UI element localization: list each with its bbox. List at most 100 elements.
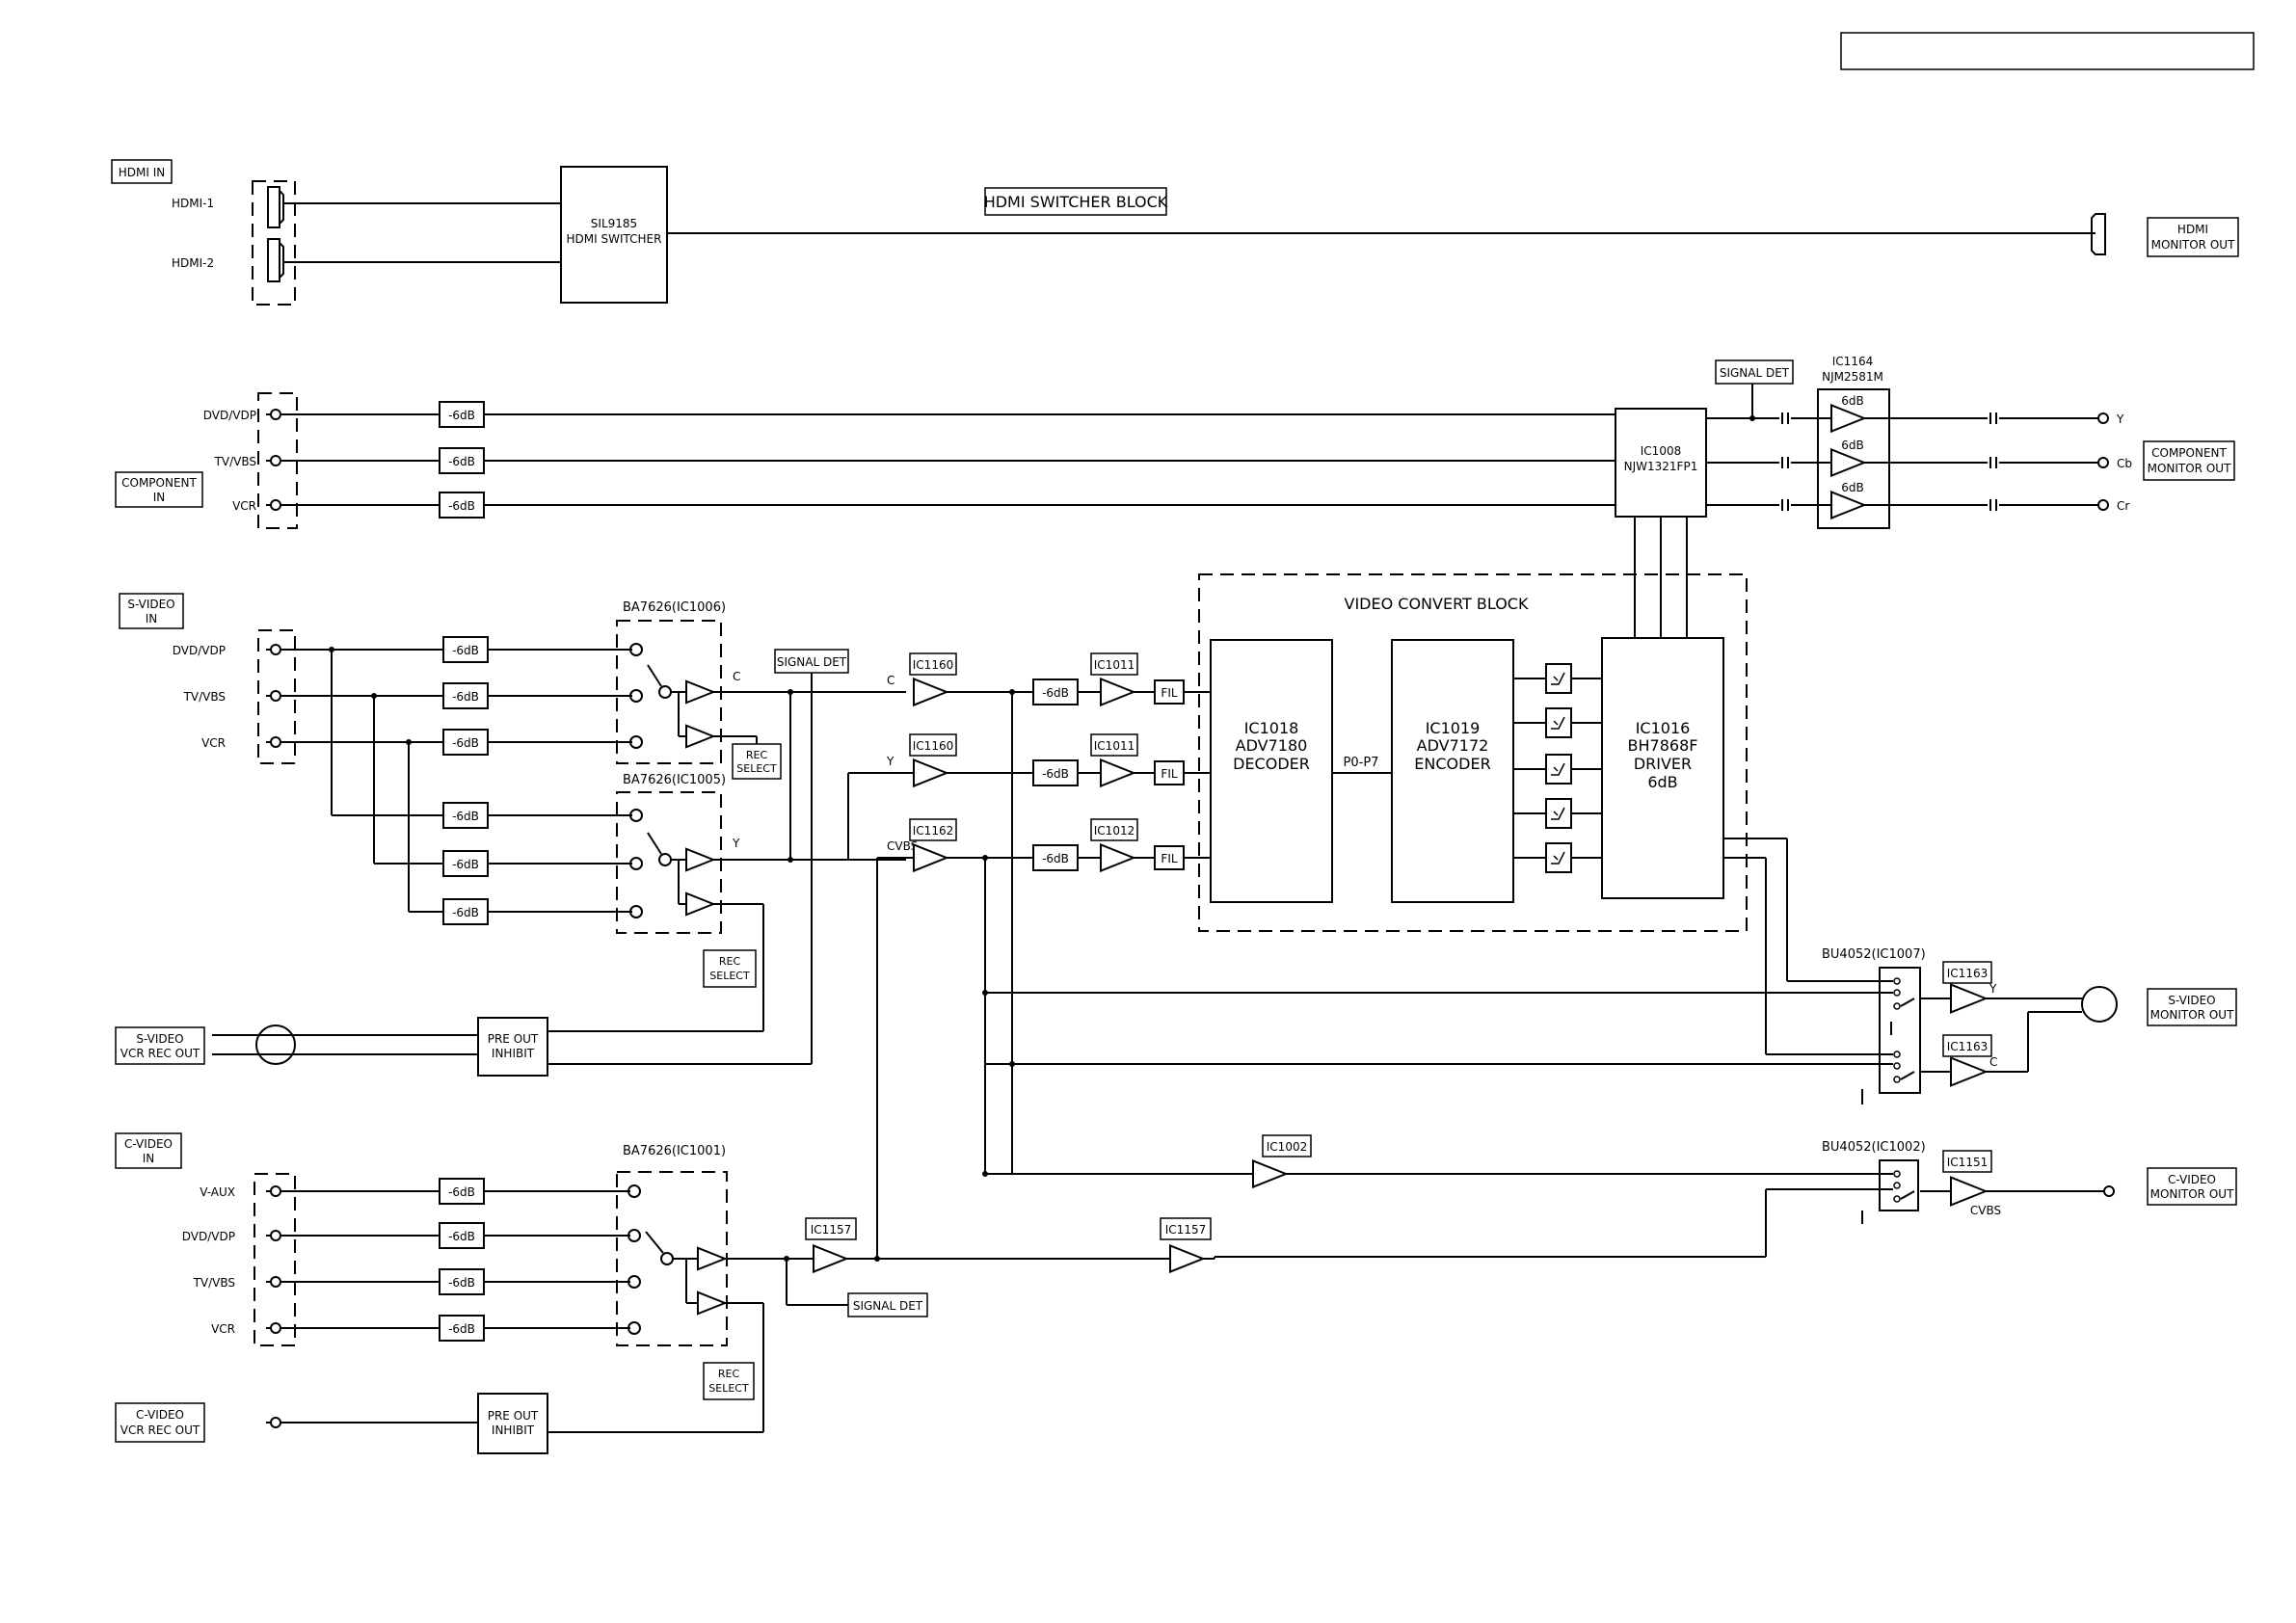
bu4052-ic1002 xyxy=(1879,1159,1919,1211)
component-jack-icon-0 xyxy=(270,409,281,420)
hdmi-2-label: HDMI-2 xyxy=(172,256,214,270)
svideo-rec-select-2-line2: SELECT xyxy=(709,970,750,982)
video-atten-2 xyxy=(1032,844,1079,871)
svideo-atten-0-label: -6dB xyxy=(452,644,479,657)
hdmi-1-connector-icon xyxy=(267,186,284,228)
driver-line4: 6dB xyxy=(1647,773,1677,791)
ic1018-decoder xyxy=(1210,639,1333,903)
ic1008-part: NJW1321FP1 xyxy=(1624,460,1698,473)
mux-contact-icon xyxy=(1893,1076,1901,1083)
svideo-atten-2 xyxy=(442,729,489,756)
sw-ic1005-label: BA7626(IC1005) xyxy=(623,773,726,787)
ic1151-label-box xyxy=(1942,1150,1992,1173)
hdmi-out-connector-icon xyxy=(2091,213,2106,255)
filter-curve-icon-3 xyxy=(1551,807,1565,820)
svideo-in-line2: IN xyxy=(146,612,158,625)
ic1002-amp xyxy=(1252,1158,1289,1189)
wire xyxy=(1900,1071,1915,1080)
encoder-line1: IC1019 xyxy=(1426,719,1481,737)
cvideo-atten-1-label: -6dB xyxy=(448,1230,475,1243)
video-amp-a-1 xyxy=(913,758,949,788)
svideo-in-label-box xyxy=(119,593,184,629)
svideo-signal-det-label: SIGNAL DET xyxy=(777,655,847,669)
ic1157-amp-b xyxy=(1169,1243,1206,1274)
svideo-rec-select-1-line2: SELECT xyxy=(736,762,777,775)
video-signal-label-1: Y xyxy=(886,755,894,768)
switch-pole-icon xyxy=(660,1252,674,1265)
switch-contact-icon xyxy=(627,1275,641,1289)
ic1151-label: IC1151 xyxy=(1947,1156,1988,1169)
ic1163-y-amp xyxy=(1950,983,1989,1014)
cvideo-vcr-rec-out-label-box xyxy=(115,1402,205,1443)
driver-line3: DRIVER xyxy=(1634,755,1692,773)
svideo-monitor-out-label-box xyxy=(2147,988,2237,1026)
ic1164-part: NJM2581M xyxy=(1822,370,1883,384)
hdmi-switcher-ic xyxy=(560,166,668,304)
svideo-pre-out-line1: PRE OUT xyxy=(488,1032,539,1046)
video-ic-b-label-1-box xyxy=(1090,733,1138,757)
ic1157-a-label: IC1157 xyxy=(811,1223,851,1237)
switch-contact-icon xyxy=(629,735,643,749)
cvideo-switch-amp-b xyxy=(697,1290,728,1316)
cvideo-monitor-out-line2: MONITOR OUT xyxy=(2150,1187,2234,1201)
ic1163-c-amp xyxy=(1950,1056,1989,1087)
svideo-atten-5 xyxy=(442,898,489,925)
video-ic-b-label-1: IC1011 xyxy=(1094,739,1135,753)
cvideo-atten-0 xyxy=(439,1178,485,1205)
filter-curve-icon-4 xyxy=(1551,851,1565,865)
ic1151-amp xyxy=(1950,1176,1989,1207)
encoder-line3: ENCODER xyxy=(1414,755,1490,773)
switch-pole-icon xyxy=(658,685,672,699)
svideo-rec-select-1-line1: REC xyxy=(746,749,768,761)
svideo-atten-2-label: -6dB xyxy=(452,736,479,750)
svideo-rec-select-2-line1: REC xyxy=(719,955,741,968)
mux-contact-icon xyxy=(1893,1062,1901,1070)
wire xyxy=(645,1231,664,1254)
decoder-line2: ADV7180 xyxy=(1236,736,1308,755)
ic1164-amp-1 xyxy=(1830,447,1867,478)
svideo-input-label-1: TV/VBS xyxy=(183,690,226,704)
component-input-label-2: VCR xyxy=(232,499,256,513)
svideo-rec-out-connector-icon xyxy=(255,1024,296,1065)
component-out-label-0: Y xyxy=(2116,412,2124,426)
svideo-out-c-label: C xyxy=(1989,1055,1997,1069)
sw-ic1006-c-label: C xyxy=(733,670,740,683)
video-ic-b-label-0: IC1011 xyxy=(1094,658,1135,672)
cvideo-monitor-out-line1: C-VIDEO xyxy=(2168,1173,2216,1186)
svideo-monitor-out-line2: MONITOR OUT xyxy=(2150,1008,2234,1022)
video-convert-block-title: VIDEO CONVERT BLOCK xyxy=(1345,595,1529,613)
hdmi-switcher-name: SIL9185 xyxy=(591,217,637,230)
cvideo-atten-3-label: -6dB xyxy=(448,1322,475,1336)
ic1016-driver xyxy=(1601,637,1724,899)
sw-ic1001-label: BA7626(IC1001) xyxy=(623,1144,726,1158)
title-block-frame xyxy=(1840,32,2255,70)
component-signal-det-box xyxy=(1715,359,1794,385)
component-out-label-1: Cb xyxy=(2117,457,2132,470)
bus-label: P0-P7 xyxy=(1344,756,1379,770)
component-monitor-out-line2: MONITOR OUT xyxy=(2148,462,2231,475)
svideo-pre-out-inhibit xyxy=(477,1017,548,1077)
svideo-vcr-rec-out-label-box xyxy=(115,1026,205,1065)
svideo-rec-select-2-box xyxy=(703,949,757,988)
cvideo-signal-det-box xyxy=(847,1292,928,1317)
bu4052-ic1007 xyxy=(1879,967,1921,1094)
svideo-atten-0 xyxy=(442,636,489,663)
cvideo-in-label-box xyxy=(115,1132,182,1169)
component-out-jack-icon-1 xyxy=(2097,457,2109,468)
svideo-monitor-out-connector-icon xyxy=(2081,986,2118,1023)
cvideo-rec-select-box xyxy=(703,1362,755,1400)
video-ic-a-label-0: IC1160 xyxy=(913,658,953,672)
sw-ic1005 xyxy=(616,791,722,934)
hdmi-in-label-box xyxy=(111,159,173,184)
svideo-signal-det-box xyxy=(774,649,849,674)
cvideo-atten-3 xyxy=(439,1315,485,1342)
ic1164-gain-2: 6dB xyxy=(1841,481,1863,494)
svideo-vcr-rec-out-line1: S-VIDEO xyxy=(136,1032,183,1046)
cvideo-jack-group xyxy=(254,1173,296,1346)
component-input-label-1: TV/VBS xyxy=(214,455,256,468)
filter-0 xyxy=(1154,679,1185,705)
cvideo-rec-select-line1: REC xyxy=(718,1368,740,1380)
cvideo-jack-icon-1 xyxy=(270,1230,281,1241)
svideo-jack-icon-1 xyxy=(270,690,281,702)
